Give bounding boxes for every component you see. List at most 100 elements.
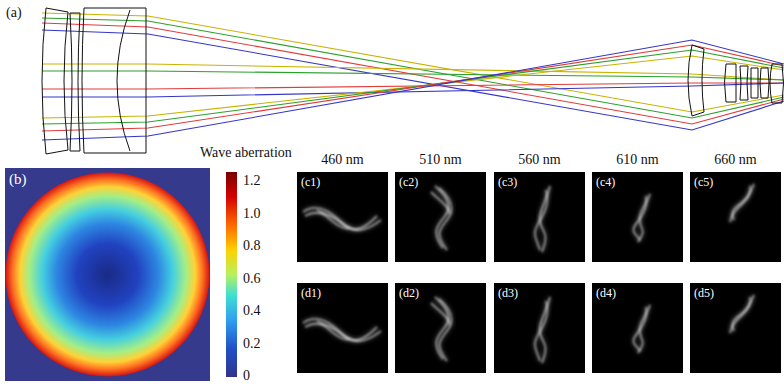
lens-element xyxy=(751,68,758,98)
colorbar-tick: 0.8 xyxy=(243,238,261,253)
wavelength-label: 510 nm xyxy=(419,152,461,167)
colorbar xyxy=(226,172,237,377)
psf-spot xyxy=(303,208,381,230)
psf-ground xyxy=(297,172,388,262)
psf-ground xyxy=(690,172,781,262)
psf-panel: (c1) xyxy=(297,172,388,262)
colorbar-tick: 0.2 xyxy=(243,336,261,351)
colorbar-tick: 1.0 xyxy=(243,206,261,221)
panel-label: (b) xyxy=(5,168,31,191)
lens-element xyxy=(70,13,80,151)
panel-label: (d3) xyxy=(494,284,522,303)
psf-panel: (c4) xyxy=(592,172,683,262)
psf-image xyxy=(395,172,486,262)
lens-element xyxy=(688,45,704,116)
panel-label: (d4) xyxy=(592,284,620,303)
panel-label: (d5) xyxy=(690,284,718,303)
psf-panel: (c3) xyxy=(494,172,585,262)
psf-spot xyxy=(317,321,349,339)
psf-glow xyxy=(633,307,646,351)
psf-image xyxy=(592,172,683,262)
panel-label: (c5) xyxy=(690,173,717,192)
map-panel: (b) xyxy=(5,168,210,381)
psf-ground xyxy=(592,172,683,262)
psf-spot xyxy=(535,190,547,250)
lens-element xyxy=(117,10,130,151)
psf-glow xyxy=(303,208,381,230)
psf-spot xyxy=(431,303,449,325)
psf-spot xyxy=(439,188,452,250)
psf-image xyxy=(690,283,781,373)
psf-panel: (d5) xyxy=(690,283,781,373)
panel-label: (c1) xyxy=(297,173,324,192)
psf-ground xyxy=(592,283,683,373)
psf-ground xyxy=(395,172,486,262)
psf-image xyxy=(690,172,781,262)
light-ray xyxy=(42,18,784,118)
psf-ground xyxy=(494,283,585,373)
psf-spot xyxy=(439,299,452,361)
lens-element xyxy=(770,64,784,103)
psf-image xyxy=(297,172,388,262)
light-ray xyxy=(42,23,784,124)
psf-image xyxy=(297,283,388,373)
psf-spot xyxy=(730,297,750,333)
wavelength-label: 460 nm xyxy=(321,152,363,167)
psf-panels xyxy=(297,172,781,373)
light-ray xyxy=(42,45,784,131)
psf-panel: (d4) xyxy=(592,283,683,373)
lens-element xyxy=(760,68,769,98)
lens-element xyxy=(42,8,68,154)
psf-image xyxy=(494,283,585,373)
lens-element xyxy=(740,66,748,100)
pupil-map xyxy=(6,173,210,377)
psf-panel: (d1) xyxy=(297,283,388,373)
light-ray xyxy=(42,30,784,130)
psf-spot xyxy=(633,196,646,240)
wavelength-label: 560 nm xyxy=(518,152,560,167)
psf-ground xyxy=(297,283,388,373)
psf-ground xyxy=(494,172,585,262)
axis-title: Wave aberration xyxy=(200,145,292,160)
psf-spot xyxy=(535,301,547,361)
psf-glow xyxy=(303,319,381,341)
wave-aberration-map xyxy=(5,168,210,381)
psf-panel: (d2) xyxy=(395,283,486,373)
psf-spot xyxy=(431,192,449,214)
wavelength-label: 610 nm xyxy=(616,152,658,167)
psf-image xyxy=(592,283,683,373)
panel-label: (c4) xyxy=(592,173,619,192)
wavelength-label: 660 nm xyxy=(714,152,756,167)
psf-ground xyxy=(690,283,781,373)
panel-label: (a) xyxy=(6,5,22,20)
psf-spot xyxy=(633,307,646,351)
psf-image xyxy=(395,283,486,373)
panel-label: (d1) xyxy=(297,284,325,303)
psf-ground xyxy=(395,283,486,373)
light-ray xyxy=(42,64,784,80)
light-ray xyxy=(42,50,784,124)
panel-label: (d2) xyxy=(395,284,423,303)
psf-spot xyxy=(303,319,381,341)
map-ground xyxy=(5,168,210,381)
psf-spot xyxy=(317,210,349,228)
psf-panel: (c2) xyxy=(395,172,486,262)
lens-element xyxy=(725,64,737,102)
lens-element xyxy=(82,8,146,153)
colorbar-tick: 1.2 xyxy=(243,173,261,188)
colorbar-tick: 0.4 xyxy=(243,303,261,318)
light-ray xyxy=(42,40,784,140)
psf-panel: (d3) xyxy=(494,283,585,373)
panel-label: (c3) xyxy=(494,173,521,192)
light-ray xyxy=(42,71,784,80)
colorbar-tick: 0.6 xyxy=(243,271,261,286)
lens-system xyxy=(42,8,784,154)
panel-label: (c2) xyxy=(395,173,422,192)
ray-fan xyxy=(42,13,784,140)
psf-panel: (c5) xyxy=(690,172,781,262)
colorbar-tick: 0 xyxy=(243,368,250,383)
light-ray xyxy=(42,83,784,97)
psf-spot xyxy=(730,186,750,222)
psf-glow xyxy=(633,196,646,240)
